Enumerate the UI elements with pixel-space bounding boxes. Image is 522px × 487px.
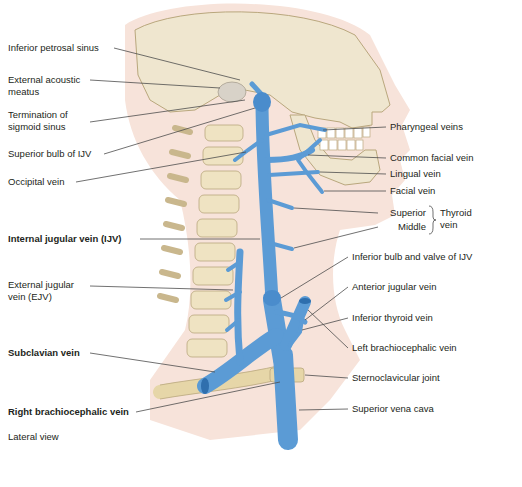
label: Anterior jugular vein bbox=[352, 281, 437, 293]
label: Subclavian vein bbox=[8, 347, 80, 359]
label: Inferior petrosal sinus bbox=[8, 42, 99, 54]
leader-lines bbox=[76, 48, 386, 412]
vessel-cut bbox=[201, 378, 209, 394]
label: Thyroid vein bbox=[440, 207, 482, 232]
label: Middle bbox=[376, 221, 426, 233]
label: Superior vena cava bbox=[352, 403, 434, 415]
superior-bulb bbox=[253, 92, 271, 112]
label: Inferior thyroid vein bbox=[352, 312, 433, 324]
label: External acoustic meatus bbox=[8, 74, 88, 99]
label: Lateral view bbox=[8, 431, 59, 443]
label: Internal jugular vein (IJV) bbox=[8, 233, 122, 245]
label: Superior bbox=[376, 207, 426, 219]
label: Common facial vein bbox=[390, 152, 473, 164]
label: Superior bulb of IJV bbox=[8, 148, 91, 160]
label: Right brachiocephalic vein bbox=[8, 406, 129, 418]
label: Occipital vein bbox=[8, 176, 65, 188]
label: External jugular vein (EJV) bbox=[8, 279, 88, 304]
label: Facial vein bbox=[390, 185, 435, 197]
label: Inferior bulb and valve of IJV bbox=[352, 251, 472, 263]
label: Pharyngeal veins bbox=[390, 121, 463, 133]
bracket bbox=[429, 206, 436, 234]
inferior-bulb bbox=[263, 290, 281, 306]
vessel-cut bbox=[299, 298, 311, 304]
label: Lingual vein bbox=[390, 168, 441, 180]
label: Left brachiocephalic vein bbox=[352, 342, 457, 354]
veins bbox=[205, 84, 325, 440]
label: Sternoclavicular joint bbox=[352, 372, 440, 384]
label: Termination of sigmoid sinus bbox=[8, 109, 88, 134]
ear-region bbox=[218, 82, 246, 102]
